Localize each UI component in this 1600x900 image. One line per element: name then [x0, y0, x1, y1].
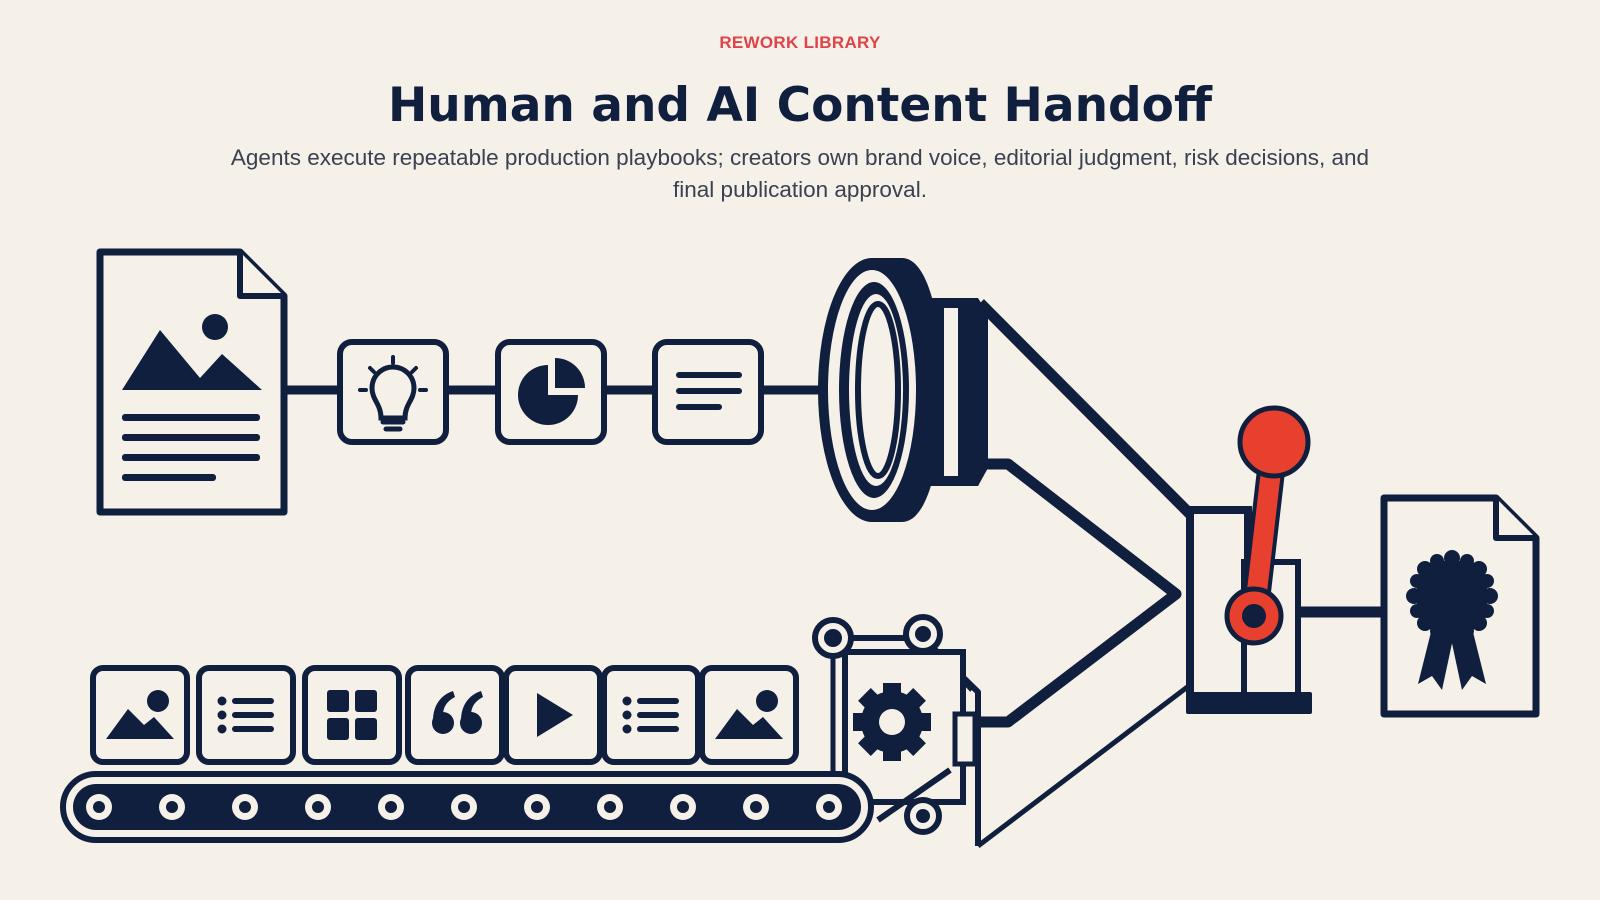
list-icon — [622, 696, 679, 734]
conveyor-tile-grid — [302, 665, 402, 765]
conveyor-tile-image — [90, 665, 190, 765]
page-title: Human and AI Content Handoff — [387, 78, 1213, 133]
funnel-ring — [818, 258, 988, 522]
text-lines-icon — [652, 339, 764, 445]
list-icon — [217, 696, 274, 734]
conveyor-belt — [60, 771, 874, 843]
approval-lever — [1186, 405, 1312, 714]
play-icon — [537, 693, 573, 737]
kicker-label: REWORK LIBRARY — [719, 33, 881, 52]
certified-document-award-icon — [1380, 494, 1540, 718]
quote-icon — [432, 691, 483, 734]
conveyor-tile-list — [196, 665, 296, 765]
conveyor-tile-image-2 — [699, 665, 799, 765]
conveyor-tile-list-2 — [601, 665, 701, 765]
lightbulb-icon — [337, 339, 449, 445]
page-subtitle: Agents execute repeatable production pla… — [230, 145, 1370, 202]
pie-chart-icon — [495, 339, 607, 445]
conveyor-tile-quote — [405, 665, 505, 765]
conveyor-tile-play — [503, 665, 603, 765]
image-document-icon — [96, 248, 288, 516]
robot-arm-gear-icon — [812, 614, 981, 846]
machine-connectors — [976, 299, 1385, 848]
grid-icon — [327, 690, 377, 740]
